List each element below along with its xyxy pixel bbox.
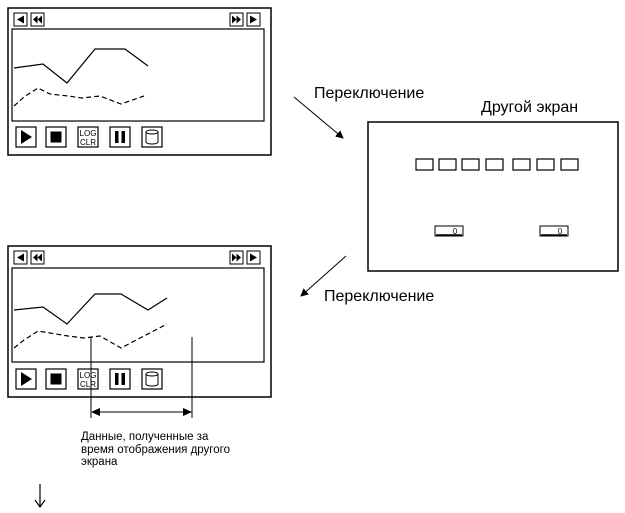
stop-icon — [50, 131, 62, 143]
play-icon — [21, 372, 32, 386]
gap-bracket — [90, 337, 193, 418]
log-label: LOG — [80, 129, 97, 138]
indicator-row — [415, 158, 579, 171]
play-icon — [21, 130, 32, 144]
fast-rewind-button[interactable] — [30, 250, 45, 265]
stop-button[interactable] — [45, 368, 67, 390]
numeric-value: 0 — [558, 227, 563, 236]
gap-note-line: время отображения другого — [81, 443, 230, 456]
stop-button[interactable] — [45, 126, 67, 148]
switch-label-top: Переключение — [314, 85, 424, 102]
graph-area — [11, 28, 265, 122]
other-screen: 0 0 — [367, 121, 619, 272]
scroll-left-button[interactable] — [13, 250, 28, 265]
play-button[interactable] — [15, 368, 37, 390]
trend-line-solid — [13, 48, 149, 84]
double-triangle-left-icon — [33, 15, 42, 24]
play-button[interactable] — [15, 126, 37, 148]
indicator-box — [560, 158, 579, 171]
gap-note: Данные, полученные за время отображения … — [81, 431, 230, 469]
log-label: LOG — [80, 371, 97, 380]
trend-screen-bottom: LOG CLR — [7, 245, 272, 398]
indicator-box — [461, 158, 480, 171]
trend-line-dashed — [13, 87, 145, 107]
clr-label: CLR — [80, 138, 96, 147]
other-screen-title: Другой экран — [481, 99, 578, 116]
indicator-box — [485, 158, 504, 171]
gap-note-line: Данные, полученные за — [81, 431, 209, 443]
scroll-left-button[interactable] — [13, 12, 28, 27]
indicator-box — [415, 158, 434, 171]
storage-button[interactable] — [141, 368, 163, 390]
triangle-right-icon — [250, 253, 257, 262]
pause-button[interactable] — [109, 368, 131, 390]
double-triangle-right-icon — [232, 253, 241, 262]
log-clear-button[interactable]: LOG CLR — [77, 126, 99, 148]
indicator-box — [512, 158, 531, 171]
arrow-back-to-trend — [300, 255, 347, 297]
database-icon — [145, 371, 159, 387]
numeric-display-right: 0 — [539, 225, 569, 237]
scroll-right-button[interactable] — [246, 250, 261, 265]
graph-area — [11, 267, 265, 363]
pause-icon — [115, 131, 119, 143]
double-triangle-right-icon — [232, 15, 241, 24]
trend-line-solid — [13, 293, 168, 325]
gap-note-line: экрана — [81, 456, 118, 468]
numeric-value: 0 — [453, 227, 458, 236]
trend-line-dashed — [13, 323, 168, 349]
arrow-to-other-screen — [293, 96, 344, 139]
database-icon — [145, 129, 159, 145]
scroll-right-button[interactable] — [246, 12, 261, 27]
double-triangle-left-icon — [33, 253, 42, 262]
fast-rewind-button[interactable] — [30, 12, 45, 27]
storage-button[interactable] — [141, 126, 163, 148]
fast-forward-button[interactable] — [229, 12, 244, 27]
switch-label-bottom: Переключение — [324, 288, 434, 305]
triangle-left-icon — [17, 15, 24, 24]
triangle-left-icon — [17, 253, 24, 262]
numeric-display-left: 0 — [434, 225, 464, 237]
fast-forward-button[interactable] — [229, 250, 244, 265]
pause-button[interactable] — [109, 126, 131, 148]
triangle-right-icon — [250, 15, 257, 24]
log-clear-button[interactable]: LOG CLR — [77, 368, 99, 390]
pause-icon — [115, 373, 119, 385]
trend-screen-top: LOG CLR — [7, 7, 272, 156]
indicator-box — [438, 158, 457, 171]
down-arrow — [34, 484, 46, 509]
stop-icon — [50, 373, 62, 385]
other-screen-frame — [367, 121, 619, 272]
indicator-box — [536, 158, 555, 171]
clr-label: CLR — [80, 380, 96, 389]
